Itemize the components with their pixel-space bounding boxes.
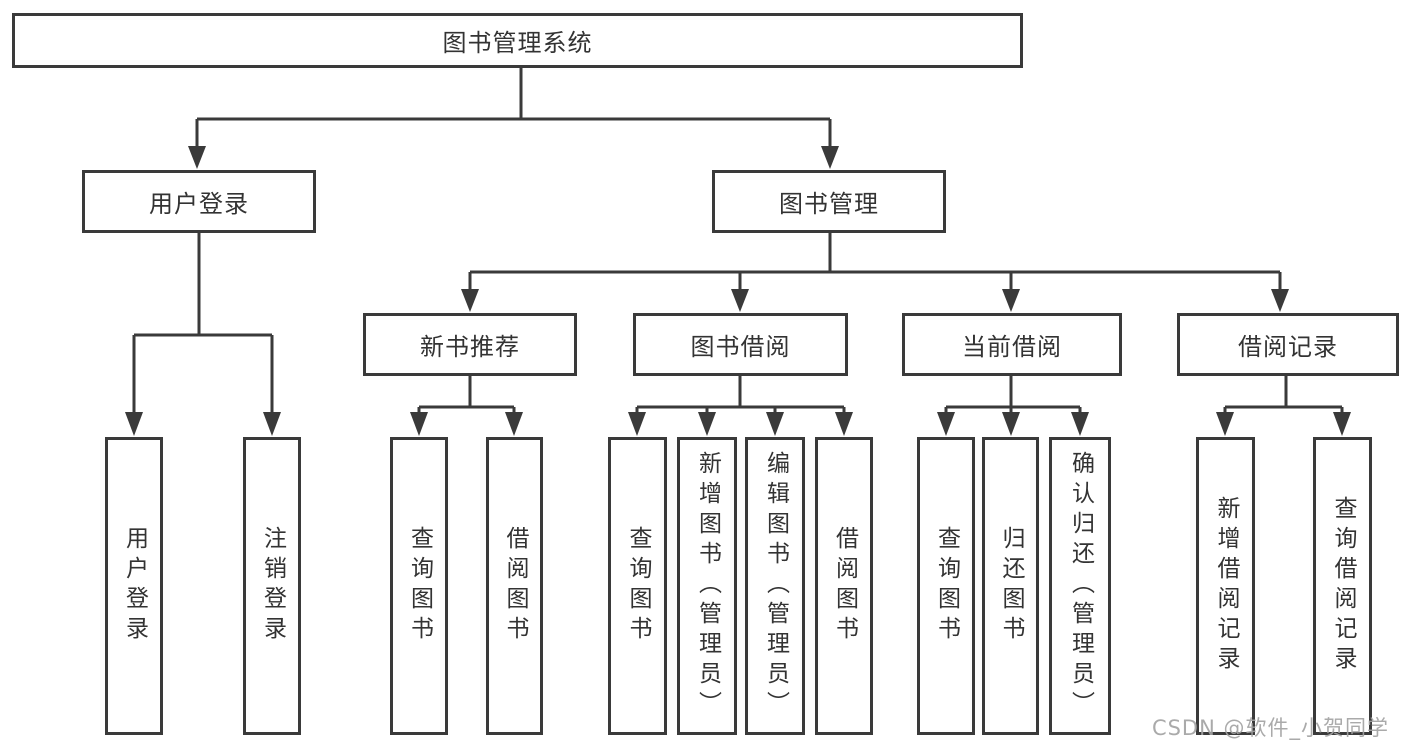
node-new-book-recommendation: 新书推荐 — [363, 313, 577, 376]
leaf-query-books-borrowing: 查询图书 — [608, 437, 667, 735]
leaf-logout: 注销登录 — [243, 437, 301, 735]
leaf-borrow-books-recommend: 借阅图书 — [486, 437, 543, 735]
node-borrowing-records: 借阅记录 — [1177, 313, 1399, 376]
node-book-borrowing: 图书借阅 — [633, 313, 848, 376]
node-user-login: 用户登录 — [82, 170, 316, 233]
leaf-user-login: 用户登录 — [105, 437, 163, 735]
node-current-borrowing: 当前借阅 — [902, 313, 1122, 376]
leaf-query-borrow-record: 查询借阅记录 — [1313, 437, 1372, 735]
leaf-add-book-admin: 新增图书（管理员） — [677, 437, 737, 735]
leaf-return-books: 归还图书 — [982, 437, 1039, 735]
watermark-text: CSDN @软件_小贺同学 — [1151, 716, 1389, 740]
leaf-query-books-current: 查询图书 — [917, 437, 975, 735]
leaf-query-books-recommend: 查询图书 — [390, 437, 448, 735]
leaf-edit-book-admin: 编辑图书（管理员） — [745, 437, 805, 735]
leaf-borrow-books-borrowing: 借阅图书 — [815, 437, 873, 735]
leaf-confirm-return-admin: 确认归还（管理员） — [1049, 437, 1111, 735]
node-root: 图书管理系统 — [12, 13, 1023, 68]
leaf-add-borrow-record: 新增借阅记录 — [1196, 437, 1255, 735]
node-book-management: 图书管理 — [712, 170, 946, 233]
